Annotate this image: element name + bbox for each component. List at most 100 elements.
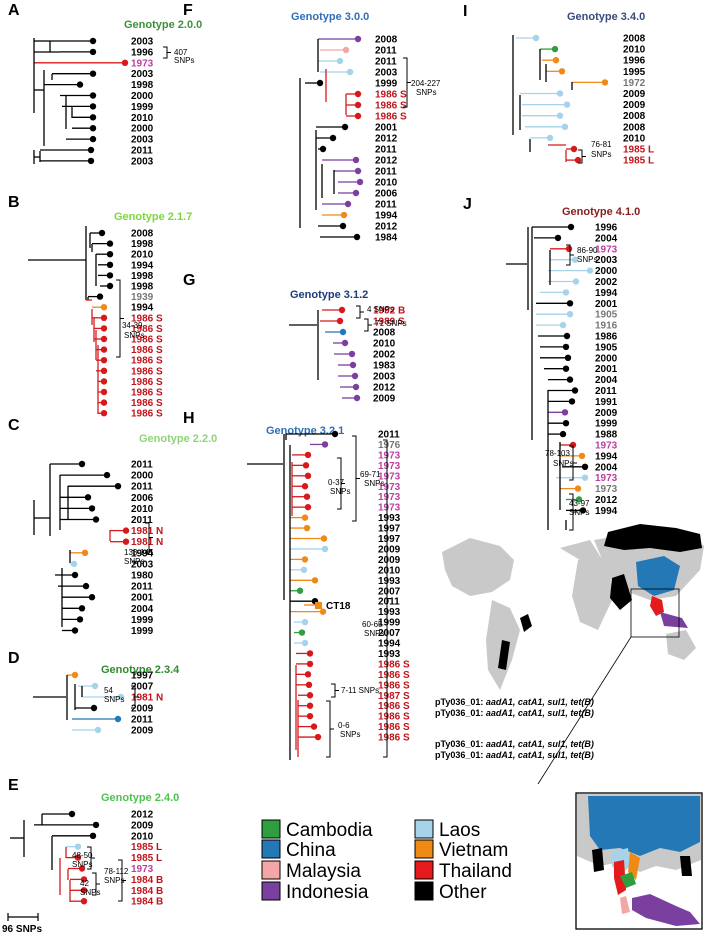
- snp-bracket: [403, 57, 411, 108]
- tip-label: 1985 L: [623, 156, 654, 167]
- snp-bracket: [118, 859, 126, 902]
- tip-dot: [303, 524, 311, 532]
- tip-dot: [561, 409, 569, 416]
- landmass-other: [604, 524, 702, 552]
- tip-label: 1986 S: [131, 324, 163, 335]
- tip-dot: [321, 545, 329, 553]
- tip-label: 2004: [595, 375, 618, 386]
- tip-dot: [71, 571, 79, 579]
- tip-dot: [96, 293, 104, 300]
- snp-label: 407: [174, 48, 188, 57]
- tip-dot: [80, 898, 88, 905]
- tip-dot: [303, 493, 311, 500]
- tip-label: 1973: [378, 503, 401, 514]
- tip-label: 1998: [131, 282, 154, 293]
- inset-frame: [630, 588, 680, 638]
- panel-letter-J: J: [463, 196, 472, 213]
- tip-label: 2012: [131, 810, 154, 821]
- tip-label: 2009: [373, 394, 396, 405]
- tip-dot: [566, 376, 574, 383]
- tip-label: 2000: [595, 266, 618, 277]
- tip-dot: [301, 556, 309, 563]
- tip-label: 1986 S: [378, 680, 410, 691]
- tip-label: 1986 S: [378, 712, 410, 723]
- tip-label: 1987 S: [378, 691, 410, 702]
- tip-dot: [572, 278, 580, 285]
- snp-label: 69-71: [360, 470, 381, 479]
- snp-label: 0-6: [338, 721, 350, 730]
- snp-label: 133-145: [124, 548, 154, 557]
- tip-label: 2009: [131, 820, 154, 831]
- snp-label: SNPs: [72, 860, 92, 869]
- tip-dot: [562, 420, 570, 427]
- tip-dot: [78, 605, 86, 612]
- panel-letter-H: H: [183, 410, 195, 427]
- tip-dot: [353, 394, 361, 402]
- snp-bracket: [566, 244, 574, 266]
- tip-dot: [103, 471, 111, 479]
- tip-dot: [94, 726, 102, 734]
- inset-cambodia: [620, 872, 636, 888]
- tip-label: 1986 S: [131, 356, 163, 367]
- tip-label: 1905: [595, 310, 618, 321]
- tip-label: 1986 S: [131, 335, 163, 346]
- tip-dot: [88, 505, 96, 512]
- tip-label: 1973: [595, 473, 618, 484]
- snp-label: SNPs: [104, 876, 124, 885]
- tip-label: 2008: [623, 34, 646, 45]
- landmass: [666, 630, 696, 660]
- tip-label: 2010: [373, 339, 396, 350]
- tip-dot: [331, 430, 339, 438]
- tip-label: 2008: [623, 111, 646, 122]
- tip-dot: [106, 282, 114, 290]
- tip-label: 1994: [595, 451, 618, 462]
- tip-label: 2003: [131, 156, 154, 167]
- tip-dot: [70, 560, 78, 568]
- tip-dot: [98, 229, 106, 237]
- tip-label: 1984: [375, 233, 398, 244]
- amr-genes: aadA1, catA1, sul1, tet(B): [486, 697, 594, 707]
- snp-bracket: [116, 279, 124, 358]
- tip-label: 1986 S: [131, 409, 163, 420]
- tip-label: 1994: [378, 639, 401, 650]
- snp-label: 0-37: [328, 478, 345, 487]
- tip-dot: [71, 671, 79, 679]
- tip-dot: [352, 156, 360, 164]
- tip-label: 1985 L: [131, 853, 162, 864]
- tip-dot: [114, 715, 122, 723]
- tip-dot: [559, 321, 567, 329]
- tip-label: 1994: [131, 260, 154, 271]
- tip-label: 1986 S: [378, 733, 410, 744]
- snp-label: SNPs: [577, 255, 597, 264]
- tip-dot: [552, 57, 560, 64]
- tip-label: 2011: [378, 430, 400, 441]
- tip-dot: [311, 577, 319, 584]
- amr-prefix: pTy036_01:: [435, 739, 486, 749]
- tip-label: 2007: [378, 586, 401, 597]
- tip-label: 1986 S: [378, 701, 410, 712]
- amr-annotation: pTy036_01: aadA1, catA1, sul1, tet(B): [435, 739, 594, 749]
- tip-label: 1986 S: [131, 377, 163, 388]
- legend-label: Thailand: [439, 861, 512, 882]
- tip-label: 2011: [131, 460, 153, 471]
- tip-label: 2011: [378, 597, 400, 608]
- tip-label: 1997: [378, 524, 401, 535]
- tip-dot: [601, 79, 609, 86]
- snp-label: SNPs: [330, 487, 350, 496]
- tip-dot: [100, 346, 108, 353]
- tip-label: 2011: [131, 715, 153, 726]
- tip-label: 1996: [131, 47, 154, 58]
- tip-dot: [84, 494, 92, 501]
- tip-dot: [71, 627, 79, 634]
- tip-label: 1905: [595, 342, 618, 353]
- snp-bracket: [163, 46, 171, 59]
- genotype-title-D: Genotype 2.3.4: [101, 664, 180, 676]
- tip-label: 2011: [131, 515, 153, 526]
- tip-dot: [567, 223, 575, 231]
- inset-china: [588, 796, 700, 856]
- tip-dot: [301, 514, 309, 521]
- tip-dot: [100, 367, 108, 374]
- snp-label: SNPs: [364, 479, 384, 488]
- tip-dot: [532, 34, 540, 42]
- tip-dot: [100, 314, 108, 321]
